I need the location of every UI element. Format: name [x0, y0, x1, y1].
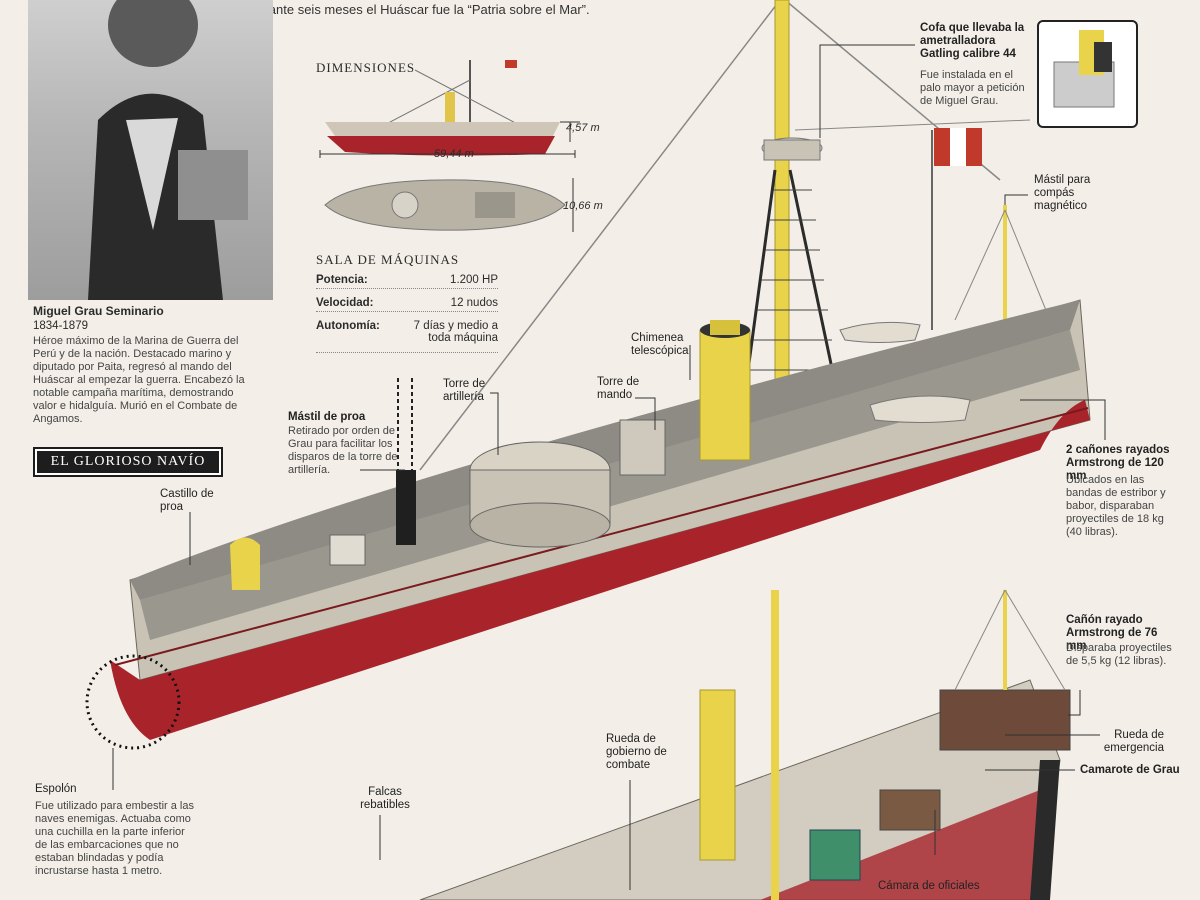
intro-text: durante seis meses el Huáscar fue la “Pa…	[250, 2, 590, 17]
label-espolon: Espolón	[35, 783, 77, 795]
label-camara: Cámara de oficiales	[878, 880, 980, 892]
label-canones: 2 cañones rayados Armstrong de 120 mm	[1066, 444, 1170, 482]
label-camarote: Camarote de Grau	[1080, 764, 1180, 776]
label-canon76-desc: Disparaba proyectiles de 5,5 kg (12 libr…	[1066, 642, 1172, 667]
label-canones-desc: Ubicados en las bandas de estribor y bab…	[1066, 474, 1166, 538]
engine-row-autonomy: Autonomía: 7 días y medio a toda máquina	[316, 320, 498, 353]
label-torre-mando: Torre de mando	[597, 376, 640, 401]
label-espolon-desc: Fue utilizado para embestir a las naves …	[35, 800, 194, 877]
dimensions-title: DIMENSIONES	[316, 60, 416, 75]
label-rueda-gobierno: Rueda de gobierno de combate	[606, 733, 667, 771]
label-falcas: Falcas rebatibles	[360, 786, 410, 811]
label-mastil-compas: Mástil para compás magnético	[1034, 174, 1091, 212]
label-mastil-proa: Mástil de proa	[288, 411, 366, 423]
label-rueda-emergencia: Rueda de emergencia	[1103, 729, 1164, 754]
label-torre-artilleria: Torre de artillería	[443, 378, 486, 403]
label-chimenea: Chimenea telescópica	[631, 332, 689, 357]
label-cofa: Cofa que llevaba la ametralladora Gatlin…	[920, 22, 1025, 60]
engine-row-power: Potencia: 1.200 HP	[316, 274, 498, 289]
gatling-inset	[1037, 20, 1138, 128]
label-canon76: Cañón rayado Armstrong de 76 mm	[1066, 614, 1158, 652]
dimension-height: 4,57 m	[566, 122, 600, 134]
bio-years: 1834-1879	[33, 320, 88, 332]
label-mastil-proa-desc: Retirado por orden de Grau para facilita…	[288, 425, 398, 476]
engine-room-title: SALA DE MÁQUINAS	[316, 252, 460, 267]
bio-name: Miguel Grau Seminario	[33, 304, 164, 318]
bio-text: Héroe máximo de la Marina de Guerra del …	[33, 335, 245, 425]
dimension-beam: 10,66 m	[563, 200, 603, 212]
section-title: EL GLORIOSO NAVÍO	[33, 447, 223, 477]
dimension-length: 59,44 m	[434, 148, 474, 160]
engine-row-speed: Velocidad: 12 nudos	[316, 297, 498, 312]
label-cofa-desc: Fue instalada en el palo mayor a petició…	[920, 69, 1025, 107]
dimensions-diagram	[319, 60, 580, 232]
portrait-photo	[28, 0, 273, 300]
label-castillo: Castillo de proa	[160, 488, 214, 513]
